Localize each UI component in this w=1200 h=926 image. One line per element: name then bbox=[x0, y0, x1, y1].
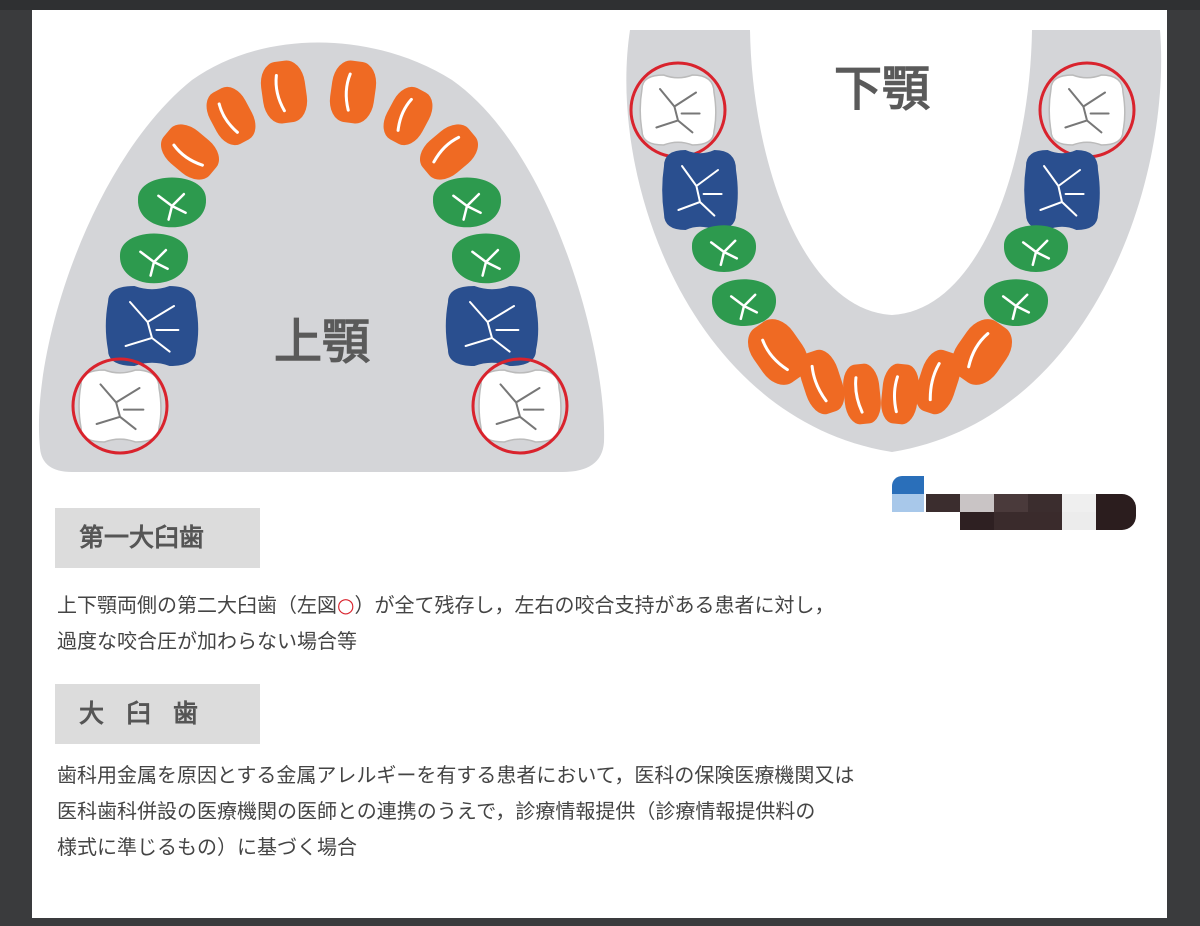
lower-canine-tooth bbox=[951, 319, 1013, 385]
section-title-molar: 大臼歯 bbox=[55, 684, 260, 744]
lower-jaw-label: 下顎 bbox=[834, 61, 931, 117]
lower-canine-tooth bbox=[747, 319, 809, 385]
description-line: 様式に準じるもの）に基づく場合 bbox=[57, 835, 357, 859]
lower-premolar-tooth bbox=[711, 279, 777, 326]
upper-incisor-tooth bbox=[206, 86, 256, 146]
upper-premolar-tooth bbox=[119, 233, 189, 284]
upper-premolar-tooth bbox=[137, 177, 207, 228]
lower-incisor-tooth bbox=[799, 349, 845, 415]
upper-first-molar-tooth bbox=[445, 286, 539, 366]
lower-incisor-tooth bbox=[915, 349, 961, 415]
description-line: 歯科用金属を原因とする金属アレルギーを有する患者において，医科の保険医療機関又は bbox=[57, 763, 855, 787]
description-line: 上下顎両側の第二大臼歯（左図○）が全て残存し，左右の咬合支持がある患者に対し， bbox=[57, 593, 835, 617]
lower-second-molar-tooth bbox=[1048, 74, 1126, 146]
section-description-molar: 歯科用金属を原因とする金属アレルギーを有する患者において，医科の保険医療機関又は… bbox=[57, 757, 854, 865]
upper-incisor-tooth bbox=[260, 60, 308, 124]
upper-incisor-tooth bbox=[383, 86, 433, 146]
dental-arch-diagram: 上顎 下顎 bbox=[38, 30, 1162, 472]
lower-premolar-tooth bbox=[983, 279, 1049, 326]
lower-jaw-gum-inner bbox=[750, 30, 1032, 315]
upper-canine-tooth bbox=[419, 124, 479, 180]
section-title-first-molar: 第一大臼歯 bbox=[55, 508, 260, 568]
upper-second-molar-highlight bbox=[71, 357, 169, 455]
lower-first-molar-tooth bbox=[662, 150, 738, 230]
upper-second-molar-tooth bbox=[78, 369, 162, 443]
background-top-strip bbox=[0, 0, 1200, 10]
upper-incisor-tooth bbox=[329, 60, 377, 124]
upper-jaw-label: 上顎 bbox=[274, 314, 371, 370]
upper-second-molar-highlight bbox=[471, 357, 569, 455]
lower-first-molar-tooth bbox=[1024, 150, 1100, 230]
lower-incisor-tooth bbox=[843, 363, 881, 425]
lower-second-molar-tooth bbox=[639, 74, 717, 146]
upper-second-molar-tooth bbox=[478, 369, 562, 443]
upper-canine-tooth bbox=[160, 124, 220, 180]
section-description-first-molar: 上下顎両側の第二大臼歯（左図○）が全て残存し，左右の咬合支持がある患者に対し， … bbox=[57, 587, 834, 659]
content-card: 上顎 下顎 第一大臼歯 上下顎両側の第二大臼歯（左図○）が全て残存し，左右の咬合… bbox=[32, 10, 1167, 918]
lower-premolar-tooth bbox=[691, 225, 757, 272]
upper-premolar-tooth bbox=[451, 233, 521, 284]
description-line: 過度な咬合圧が加わらない場合等 bbox=[57, 629, 357, 653]
description-line: 医科歯科併設の医療機関の医師との連携のうえで，診療情報提供（診療情報提供料の bbox=[57, 799, 816, 823]
upper-first-molar-tooth bbox=[105, 286, 199, 366]
red-circle-marker: ○ bbox=[337, 593, 355, 617]
lower-incisor-tooth bbox=[881, 363, 919, 425]
lower-premolar-tooth bbox=[1003, 225, 1069, 272]
upper-premolar-tooth bbox=[432, 177, 502, 228]
